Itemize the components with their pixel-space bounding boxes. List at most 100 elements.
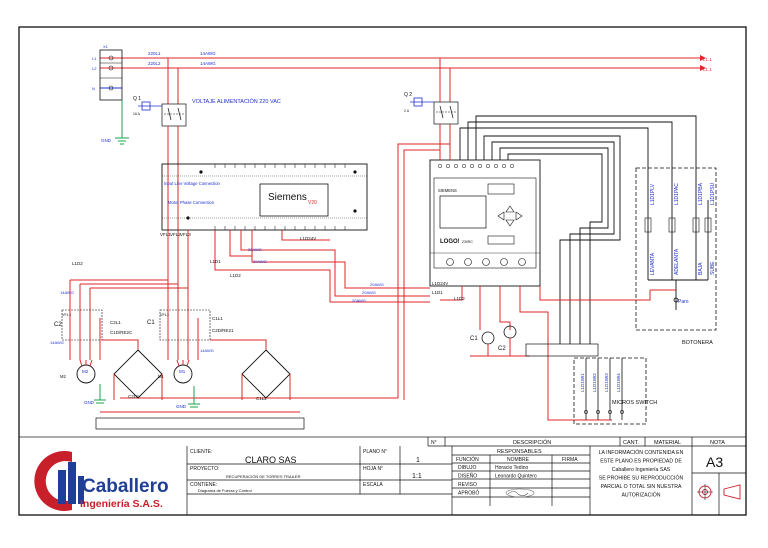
- ground-symbol: [115, 100, 129, 145]
- disclaimer-line: PARCIAL O TOTAL SIN NUESTRA: [601, 484, 682, 490]
- plc-logo: [429, 159, 541, 287]
- plano-value: 1: [416, 457, 420, 464]
- button-label: SUBE: [710, 261, 716, 275]
- ground-symbol: [94, 384, 106, 404]
- plc-input-terminal: [493, 163, 499, 169]
- hoja-label: HOJA N°: [363, 466, 383, 472]
- contactor-c2-group: [61, 309, 103, 360]
- micro-switch-contact: [620, 410, 624, 414]
- plc-brand: SIEMENS: [438, 188, 457, 193]
- vfl2-label: VFL2: [170, 232, 181, 237]
- push-button-contact: [704, 217, 712, 233]
- ground-symbol: [188, 386, 200, 408]
- responsable-funcion: DISEÑO: [458, 473, 477, 480]
- responsable-nombre: Horacio Tedino: [495, 465, 528, 471]
- push-button-contact: [668, 217, 676, 233]
- vfd-terminal-marks: [214, 164, 346, 230]
- botonera-panel: [635, 167, 717, 331]
- micro-switch-contact: [584, 410, 588, 414]
- vfd-control-wires: [214, 230, 430, 303]
- hoja-value: 1:1: [412, 473, 422, 480]
- phase-l1-label: L1: [92, 56, 97, 61]
- responsables-header: RESPONSABLES: [497, 449, 542, 455]
- coil-c1: [481, 331, 495, 345]
- col-nota-header: NOTA: [710, 440, 725, 446]
- micro-switch-label: L1D1WI3: [604, 373, 609, 392]
- title-block: [18, 436, 747, 516]
- col-cant-header: CANT.: [623, 440, 639, 446]
- button-code-label: L1D1PLV: [650, 183, 656, 205]
- supply-right-l2: L1.1: [703, 67, 712, 72]
- plc-output-relay: [464, 258, 472, 266]
- micro-switch-label: L1D1WI2: [592, 373, 597, 392]
- breaker-q2: [410, 58, 459, 160]
- plc-model: LOGO!: [440, 239, 460, 245]
- responsable-funcion: REVISO: [458, 482, 477, 488]
- motor-m1-symbol: M1: [179, 369, 186, 374]
- vfl1-label: VFL1: [160, 232, 171, 237]
- contactor-c2-label: C2: [54, 322, 62, 328]
- gauge20-label: 20AWG: [253, 259, 267, 264]
- plc-l1d24v-label: L1D24V: [432, 281, 448, 286]
- button-code-label: L1D1PBA: [698, 182, 704, 205]
- cliente-label: CLIENTE:: [190, 449, 213, 455]
- proyecto-value: RECUPERACIÓN DE TORRES TRAILER: [226, 474, 301, 479]
- terminal-label: X1: [103, 44, 109, 49]
- terminal-block-x1: [99, 49, 123, 101]
- responsable-funcion: APROBÓ: [458, 490, 480, 497]
- plc-output-relay: [482, 258, 490, 266]
- wire-l1d2-label: L1D2: [72, 261, 83, 266]
- contiene-value: Diagrama de Fuerza y Control: [198, 488, 252, 493]
- vfl3-label: VFL3: [180, 232, 191, 237]
- plc-output-relay: [446, 258, 454, 266]
- disclaimer-line: AUTORIZACIÓN: [621, 492, 660, 499]
- plc-input-terminal: [445, 163, 451, 169]
- button-label: LEVANTA: [650, 252, 656, 275]
- responsable-nombre: Leonardo Quintero: [495, 474, 537, 480]
- logo-sub: Ingeniería S.A.S.: [80, 498, 163, 510]
- terminal-strip-bottom: [95, 411, 305, 430]
- plc-l1d1-label: L1D1: [432, 290, 443, 295]
- vfd-brand: Siemens: [268, 192, 307, 203]
- supply-right-l1: L1.1: [703, 57, 712, 62]
- button-code-label: L1D1PSU: [710, 182, 716, 205]
- plc-output-relay: [518, 258, 526, 266]
- gauge20-label: 20AWG: [362, 290, 376, 295]
- micro-switch-contact: [596, 410, 600, 414]
- plc-input-terminal: [509, 163, 515, 169]
- button-label: ADELANTA: [674, 248, 680, 275]
- ground-label: GND: [176, 404, 187, 409]
- paro-label: Paro: [678, 299, 689, 305]
- gauge20-label: 20AWG: [370, 282, 384, 287]
- c1l2-label: C1L2: [256, 396, 267, 401]
- plc-input-terminal: [501, 163, 507, 169]
- push-button-contact: [692, 217, 700, 233]
- plano-label: PLANO N°: [363, 449, 387, 455]
- nombre-header: NOMBRE: [507, 457, 530, 463]
- coil-c1-label: C1: [470, 336, 478, 342]
- breaker-q2-rating: 2 A: [404, 109, 410, 113]
- plc-input-terminal: [461, 163, 467, 169]
- disclaimer-line: Caballero Ingeniería SAS: [612, 467, 671, 473]
- motor-m2-label: M2: [60, 374, 66, 379]
- push-button-contact: [644, 217, 652, 233]
- phase-n-label: N: [92, 86, 95, 91]
- disclaimer-line: SE PROHIBE SU REPRODUCCIÓN: [599, 475, 684, 482]
- gauge14-label: 14AWG: [60, 290, 74, 295]
- wire-l1d24v-label: L1D24V: [300, 236, 316, 241]
- vfl1-label: VFL1: [160, 313, 169, 317]
- motor-m2: [76, 359, 96, 384]
- signature-stamp: [505, 488, 535, 498]
- button-label: BAJA: [698, 262, 704, 275]
- vfd-siemens-v20: [161, 163, 368, 231]
- disclaimer-line: ESTE PLANO ES PROPIEDAD DE: [600, 459, 682, 465]
- proyecto-label: PROYECTO:: [190, 466, 219, 472]
- gauge-label: 14AWG: [200, 61, 216, 66]
- breaker-q1: [138, 58, 187, 236]
- ground-label: GND: [101, 138, 112, 143]
- breaker-q1-label: Q 1: [133, 96, 141, 102]
- wire-l1d2-label: L1D2: [230, 273, 241, 278]
- plc-input-terminal: [437, 163, 443, 169]
- c1l1-label: C1L1: [212, 316, 223, 321]
